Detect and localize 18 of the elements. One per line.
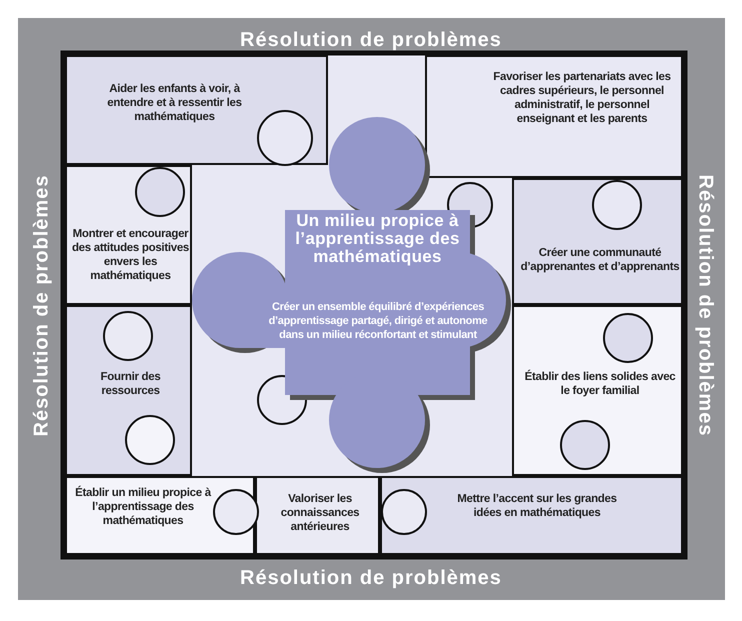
puzzle-piece — [255, 476, 380, 555]
piece-text: Mettre l’accent sur les grandes idées en mathématiques — [456, 492, 618, 520]
piece-text: Créer une communauté d’apprenantes et d’apprenants — [520, 246, 680, 274]
piece-text: Montrer et encourager des attitudes positives envers les mathématiques — [70, 227, 190, 284]
piece-text: Favoriser les partenariats avec les cadres supérieurs, le personnel administratif, le personnel enseignant et les parents — [492, 70, 672, 126]
piece-text: Valoriser les connaissances antérieures — [280, 492, 360, 534]
side-label: Résolution de problèmes — [240, 28, 502, 52]
piece-text: Fournir des ressources — [100, 370, 162, 398]
puzzle-piece — [65, 55, 328, 165]
piece-text: Aider les enfants à voir, à entendre et à ressentir les mathématiques — [106, 82, 243, 124]
puzzle-piece — [380, 476, 683, 555]
puzzle-piece — [425, 55, 683, 178]
puzzle-piece — [512, 178, 683, 305]
piece-text: Établir un milieu propice à l’apprentissage des mathématiques — [74, 486, 212, 528]
piece-text: Établir des liens solides avec le foyer familial — [524, 370, 676, 398]
side-label: Résolution de problèmes — [30, 174, 54, 436]
side-label: Résolution de problèmes — [693, 174, 716, 436]
side-label: Résolution de problèmes — [240, 566, 502, 590]
